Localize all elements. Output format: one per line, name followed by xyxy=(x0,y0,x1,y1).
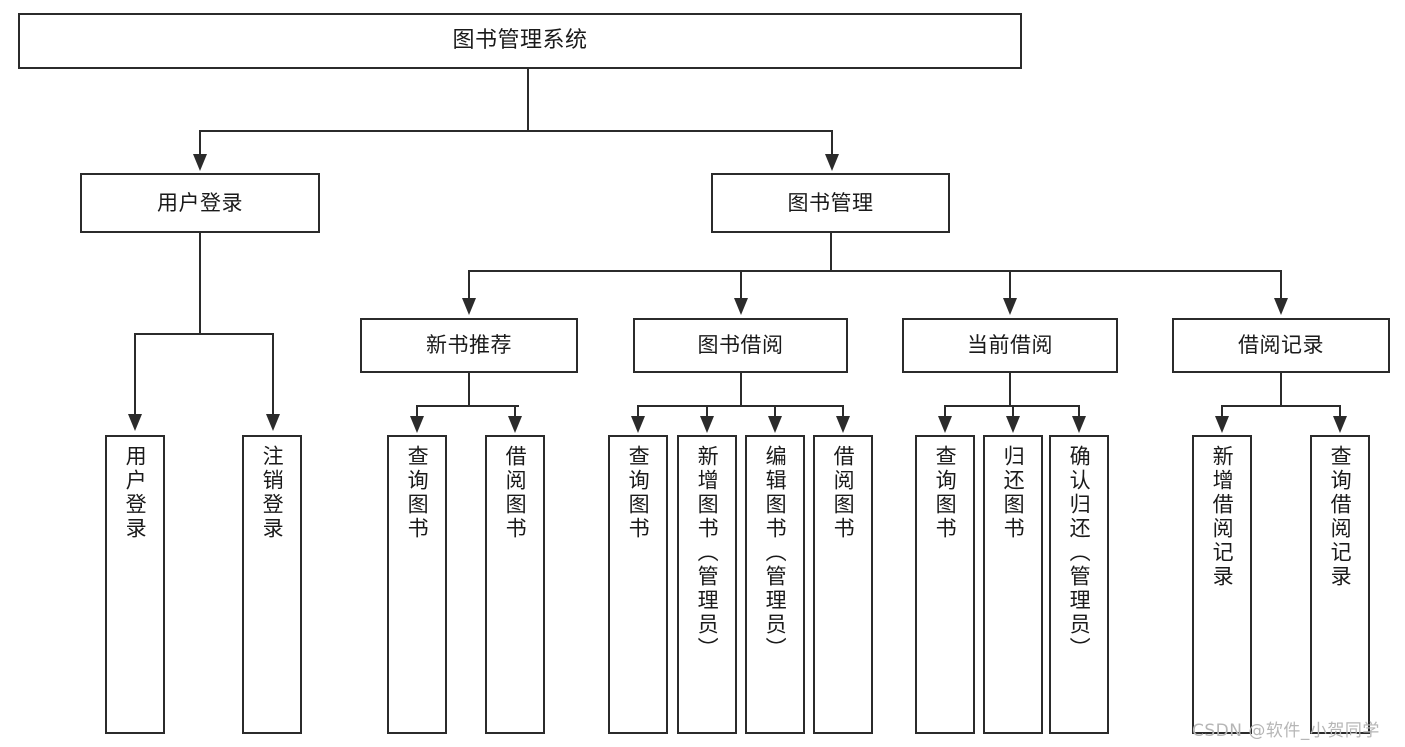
node-level2-1[interactable]: 用户登录 xyxy=(80,173,320,233)
node-leaf-8-label: 借阅图书 xyxy=(831,445,856,541)
node-leaf-3[interactable]: 查询图书 xyxy=(387,435,447,734)
arrow-to-current-leaf-3-icon xyxy=(1072,416,1086,433)
connector-record-stem xyxy=(1280,373,1282,406)
node-leaf-5-label: 查询图书 xyxy=(626,445,651,541)
connector-login-drop-1 xyxy=(134,333,136,417)
connector-borrow-drop-2 xyxy=(706,405,708,418)
arrow-to-borrow-leaf-2-icon xyxy=(700,416,714,433)
connector-current-drop-1 xyxy=(944,405,946,418)
connector-current-drop-3 xyxy=(1078,405,1080,418)
node-leaf-2-label: 注销登录 xyxy=(260,445,285,541)
node-leaf-2[interactable]: 注销登录 xyxy=(242,435,302,734)
connector-books-drop-4 xyxy=(1280,270,1282,300)
node-leaf-5[interactable]: 查询图书 xyxy=(608,435,668,734)
node-level3-2-label: 图书借阅 xyxy=(697,333,784,358)
node-level3-1[interactable]: 新书推荐 xyxy=(360,318,578,373)
node-leaf-12-label: 新增借阅记录 xyxy=(1210,445,1235,589)
node-leaf-13-label: 查询借阅记录 xyxy=(1328,445,1353,589)
node-leaf-4-label: 借阅图书 xyxy=(503,445,528,541)
node-leaf-4[interactable]: 借阅图书 xyxy=(485,435,545,734)
connector-borrow-bus xyxy=(637,405,843,407)
node-leaf-13[interactable]: 查询借阅记录 xyxy=(1310,435,1370,734)
arrow-to-book-borrow-icon xyxy=(734,298,748,315)
node-leaf-9[interactable]: 查询图书 xyxy=(915,435,975,734)
connector-books-bus xyxy=(468,270,1281,272)
arrow-to-book-mgmt-icon xyxy=(825,154,839,171)
node-leaf-9-label: 查询图书 xyxy=(933,445,958,541)
node-level3-3-label: 当前借阅 xyxy=(967,333,1053,358)
arrow-to-current-leaf-2-icon xyxy=(1006,416,1020,433)
node-leaf-10[interactable]: 归还图书 xyxy=(983,435,1043,734)
connector-new-drop-2 xyxy=(514,405,516,418)
arrow-to-login-leaf-2-icon xyxy=(266,414,280,431)
connector-borrow-drop-3 xyxy=(774,405,776,418)
connector-borrow-drop-1 xyxy=(637,405,639,418)
node-level3-2[interactable]: 图书借阅 xyxy=(633,318,848,373)
arrow-to-new-leaf-1-icon xyxy=(410,416,424,433)
connector-record-bus xyxy=(1221,405,1340,407)
node-level3-4-label: 借阅记录 xyxy=(1238,333,1324,358)
node-leaf-1[interactable]: 用户登录 xyxy=(105,435,165,734)
connector-login-bus xyxy=(134,333,272,335)
connector-books-drop-2 xyxy=(740,270,742,300)
node-root-label: 图书管理系统 xyxy=(452,28,588,54)
connector-books-drop-3 xyxy=(1009,270,1011,300)
connector-login-stem xyxy=(199,233,201,335)
node-leaf-3-label: 查询图书 xyxy=(405,445,430,541)
node-leaf-7-label: 编辑图书（管理员） xyxy=(763,445,788,661)
node-leaf-10-label: 归还图书 xyxy=(1001,445,1026,541)
node-level3-3[interactable]: 当前借阅 xyxy=(902,318,1118,373)
arrow-to-record-leaf-2-icon xyxy=(1333,416,1347,433)
node-leaf-11-label: 确认归还（管理员） xyxy=(1067,445,1092,661)
connector-new-drop-1 xyxy=(416,405,418,418)
connector-new-stem xyxy=(468,373,470,406)
arrow-to-new-book-icon xyxy=(462,298,476,315)
connector-current-bus xyxy=(944,405,1079,407)
connector-borrow-drop-4 xyxy=(842,405,844,418)
arrow-to-borrow-leaf-1-icon xyxy=(631,416,645,433)
node-leaf-11[interactable]: 确认归还（管理员） xyxy=(1049,435,1109,734)
arrow-to-user-login-icon xyxy=(193,154,207,171)
node-leaf-12[interactable]: 新增借阅记录 xyxy=(1192,435,1252,734)
node-leaf-6-label: 新增图书（管理员） xyxy=(695,445,720,661)
arrow-to-borrow-leaf-4-icon xyxy=(836,416,850,433)
connector-current-drop-2 xyxy=(1012,405,1014,418)
connector-root-drop-right xyxy=(831,130,833,156)
node-leaf-8[interactable]: 借阅图书 xyxy=(813,435,873,734)
arrow-to-current-borrow-icon xyxy=(1003,298,1017,315)
arrow-to-record-leaf-1-icon xyxy=(1215,416,1229,433)
connector-root-stem xyxy=(527,69,529,132)
node-leaf-1-label: 用户登录 xyxy=(123,445,148,541)
node-level3-1-label: 新书推荐 xyxy=(426,333,512,358)
node-level2-1-label: 用户登录 xyxy=(157,190,243,215)
arrow-to-current-leaf-1-icon xyxy=(938,416,952,433)
node-leaf-6[interactable]: 新增图书（管理员） xyxy=(677,435,737,734)
node-root-system[interactable]: 图书管理系统 xyxy=(18,13,1022,69)
connector-borrow-stem xyxy=(740,373,742,406)
arrow-to-new-leaf-2-icon xyxy=(508,416,522,433)
connector-root-drop-left xyxy=(199,130,201,156)
node-leaf-7[interactable]: 编辑图书（管理员） xyxy=(745,435,805,734)
connector-current-stem xyxy=(1009,373,1011,406)
connector-books-stem xyxy=(830,233,832,272)
node-level3-4[interactable]: 借阅记录 xyxy=(1172,318,1390,373)
arrow-to-borrow-leaf-3-icon xyxy=(768,416,782,433)
arrow-to-borrow-record-icon xyxy=(1274,298,1288,315)
connector-root-bus xyxy=(199,130,831,132)
connector-record-drop-2 xyxy=(1339,405,1341,418)
connector-record-drop-1 xyxy=(1221,405,1223,418)
node-level2-2[interactable]: 图书管理 xyxy=(711,173,950,233)
arrow-to-login-leaf-1-icon xyxy=(128,414,142,431)
connector-login-drop-2 xyxy=(272,333,274,417)
connector-books-drop-1 xyxy=(468,270,470,300)
node-level2-2-label: 图书管理 xyxy=(787,190,874,215)
connector-new-bus xyxy=(416,405,519,407)
